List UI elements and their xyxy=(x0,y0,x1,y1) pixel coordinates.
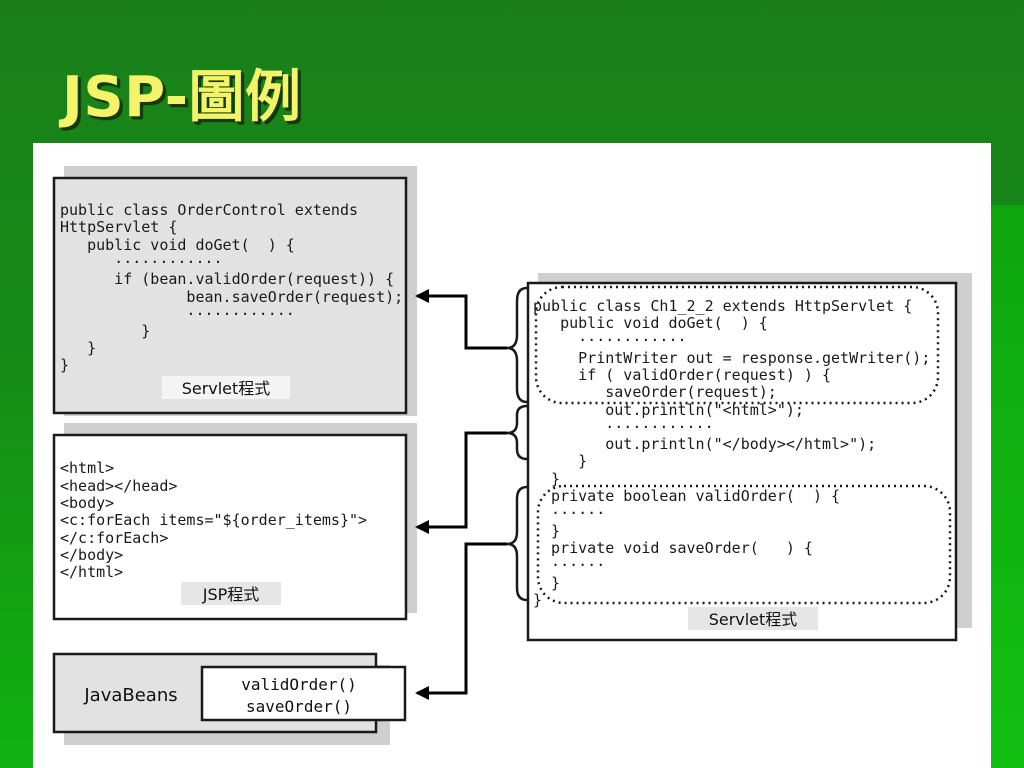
servlet-top-line: ············ xyxy=(60,305,295,323)
servlet-right-line: ············ xyxy=(533,418,714,436)
servlet-top-label: Servlet程式 xyxy=(182,379,271,398)
jsp-code: <html> <head></head> <body> <c:forEach i… xyxy=(60,459,367,581)
servlet-right-line: private boolean validOrder( ) { xyxy=(533,487,840,505)
servlet-right-box: public class Ch1_2_2 extends HttpServlet… xyxy=(526,273,972,642)
servlet-right-line: private void saveOrder( ) { xyxy=(533,539,813,557)
jsp-box: <html> <head></head> <body> <c:forEach i… xyxy=(52,423,417,621)
jsp-label-bg xyxy=(181,582,281,605)
servlet-top-line: } xyxy=(60,356,69,374)
servlet-top-box: public class OrderControl extends HttpSe… xyxy=(52,166,417,416)
brace-doget xyxy=(506,286,528,404)
servlet-top-line: ············ xyxy=(60,253,223,271)
servlet-right-line: out.println("</body></html>"); xyxy=(533,435,876,453)
servlet-top-line: } xyxy=(60,322,150,340)
servlet-right-line: } xyxy=(533,522,560,540)
servlet-right-line: PrintWriter out = response.getWriter(); xyxy=(533,349,930,367)
jsp-line: <html> xyxy=(60,459,114,477)
servlet-right-frame xyxy=(526,281,958,642)
servlet-top-code: public class OrderControl extends HttpSe… xyxy=(60,201,403,374)
brace-output xyxy=(506,404,528,461)
servlet-right-line: public class Ch1_2_2 extends HttpServlet… xyxy=(533,297,912,315)
slide-title: JSP-圖例 xyxy=(62,65,302,130)
arrow-to-servlet xyxy=(415,289,507,350)
servlet-right-label-bg xyxy=(688,607,818,630)
servlet-top-label-bg xyxy=(162,376,290,399)
javabeans-box: JavaBeans validOrder() saveOrder() xyxy=(52,652,407,745)
servlet-top-line: public class OrderControl extends xyxy=(60,201,358,219)
jsp-line: <head></head> xyxy=(60,477,177,495)
servlet-top-line: bean.saveOrder(request); xyxy=(60,288,403,306)
jsp-line: <body> xyxy=(60,494,114,512)
connectors xyxy=(415,289,507,700)
servlet-right-line: ············ xyxy=(533,331,687,349)
servlet-right-line: } xyxy=(533,591,542,609)
arrow-to-javabeans xyxy=(415,542,507,700)
arrow-to-jsp xyxy=(415,431,507,534)
servlet-right-line: public void doGet( ) { xyxy=(533,314,768,332)
servlet-right-code: public class Ch1_2_2 extends HttpServlet… xyxy=(533,297,930,609)
servlet-top-line: HttpServlet { xyxy=(60,218,177,236)
dotted-group-doget xyxy=(534,285,940,405)
javabeans-method: saveOrder() xyxy=(246,697,352,716)
jsp-label: JSP程式 xyxy=(202,585,260,604)
servlet-right-line: } xyxy=(533,470,560,488)
servlet-top-frame xyxy=(52,176,408,415)
dotted-group-private-methods xyxy=(536,484,952,605)
servlet-right-line: } xyxy=(533,452,587,470)
jsp-line: <c:forEach items="${order_items}"> xyxy=(60,511,367,529)
servlet-top-line: public void doGet( ) { xyxy=(60,236,295,254)
servlet-top-line: if (bean.validOrder(request)) { xyxy=(60,270,394,288)
servlet-right-line: out.println("<html>"); xyxy=(533,401,804,419)
servlet-right-line: saveOrder(request); xyxy=(533,383,777,401)
braces xyxy=(506,286,528,602)
diagram-svg: public class OrderControl extends HttpSe… xyxy=(52,166,972,745)
jsp-line: </body> xyxy=(60,546,123,564)
accent-bar xyxy=(990,205,1024,768)
servlet-right-line: ······ xyxy=(533,556,605,574)
diagram-panel: public class OrderControl extends HttpSe… xyxy=(33,143,991,768)
servlet-right-label: Servlet程式 xyxy=(709,610,798,629)
servlet-top-line: } xyxy=(60,339,96,357)
brace-private-methods xyxy=(506,485,528,602)
javabeans-method: validOrder() xyxy=(241,675,357,694)
jsp-line: </html> xyxy=(60,563,123,581)
jsp-line: </c:forEach> xyxy=(60,529,168,547)
javabeans-label: JavaBeans xyxy=(83,685,177,706)
servlet-right-line: ······ xyxy=(533,504,605,522)
servlet-right-line: } xyxy=(533,574,560,592)
servlet-right-line: if ( validOrder(request) ) { xyxy=(533,366,831,384)
javabeans-methods-box xyxy=(200,665,407,722)
